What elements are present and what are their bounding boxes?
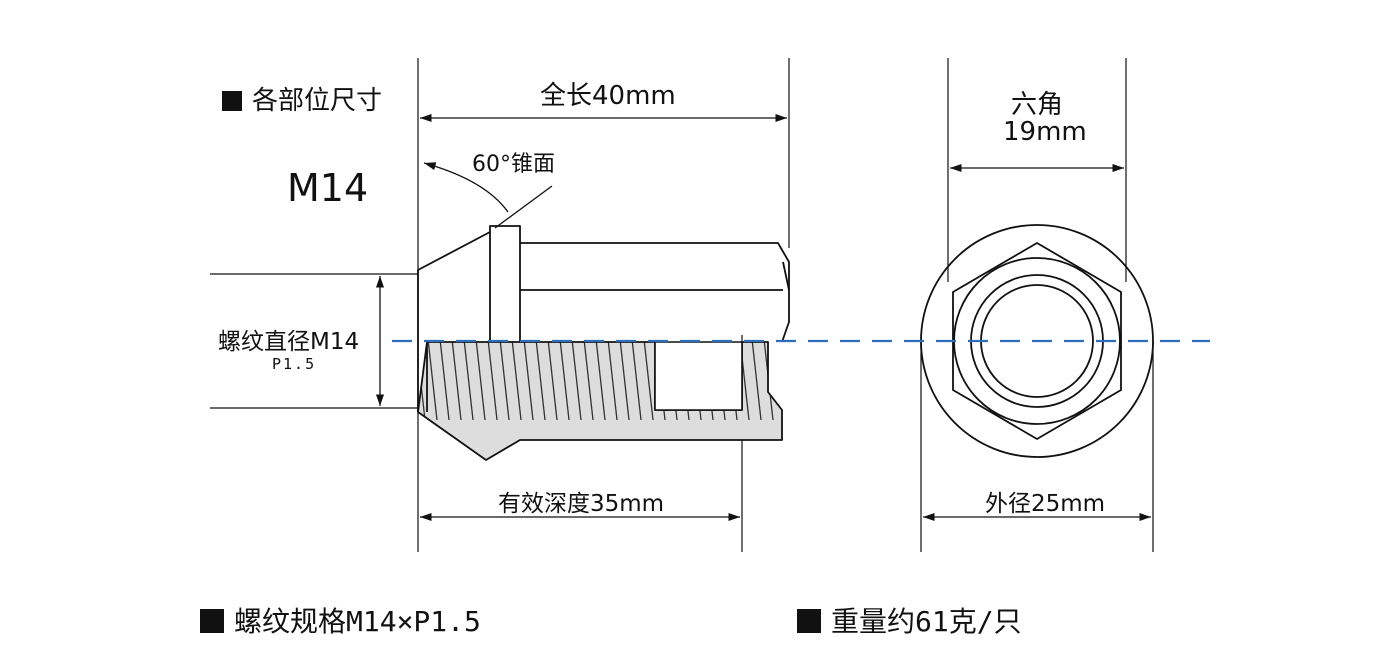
nut-side-view [417, 225, 790, 461]
thread-size-label: M14 [287, 166, 369, 210]
hex-outline [952, 241, 1122, 441]
hex-value-label: 19mm [1003, 117, 1087, 147]
bullet-square-icon [200, 609, 224, 633]
weight-footer: 重量约61克/只 [797, 600, 1022, 640]
bullet-square-icon [222, 91, 242, 111]
cone-angle-arc [423, 162, 509, 213]
thread-pitch-label: P1.5 [272, 355, 317, 373]
bullet-square-icon [797, 609, 821, 633]
section-title: 各部位尺寸 [222, 80, 382, 117]
effective-depth-label: 有效深度35mm [498, 491, 665, 517]
cone-and-hex-outline [417, 225, 790, 412]
outer-diameter-label: 外径25mm [985, 491, 1106, 517]
hex-title-label: 六角 [1011, 90, 1064, 120]
front-extension-lines [920, 58, 1154, 552]
cone-angle-leader [494, 185, 553, 229]
thread-relief [654, 341, 743, 411]
total-length-label: 全长40mm [540, 81, 676, 111]
extension-lines [210, 58, 790, 552]
thread-diameter-label: 螺纹直径M14 [218, 329, 360, 355]
thread-spec-footer: 螺纹规格M14×P1.5 [200, 600, 481, 640]
cone-angle-label: 60°锥面 [472, 152, 555, 177]
dimension-arrows [375, 113, 1151, 522]
